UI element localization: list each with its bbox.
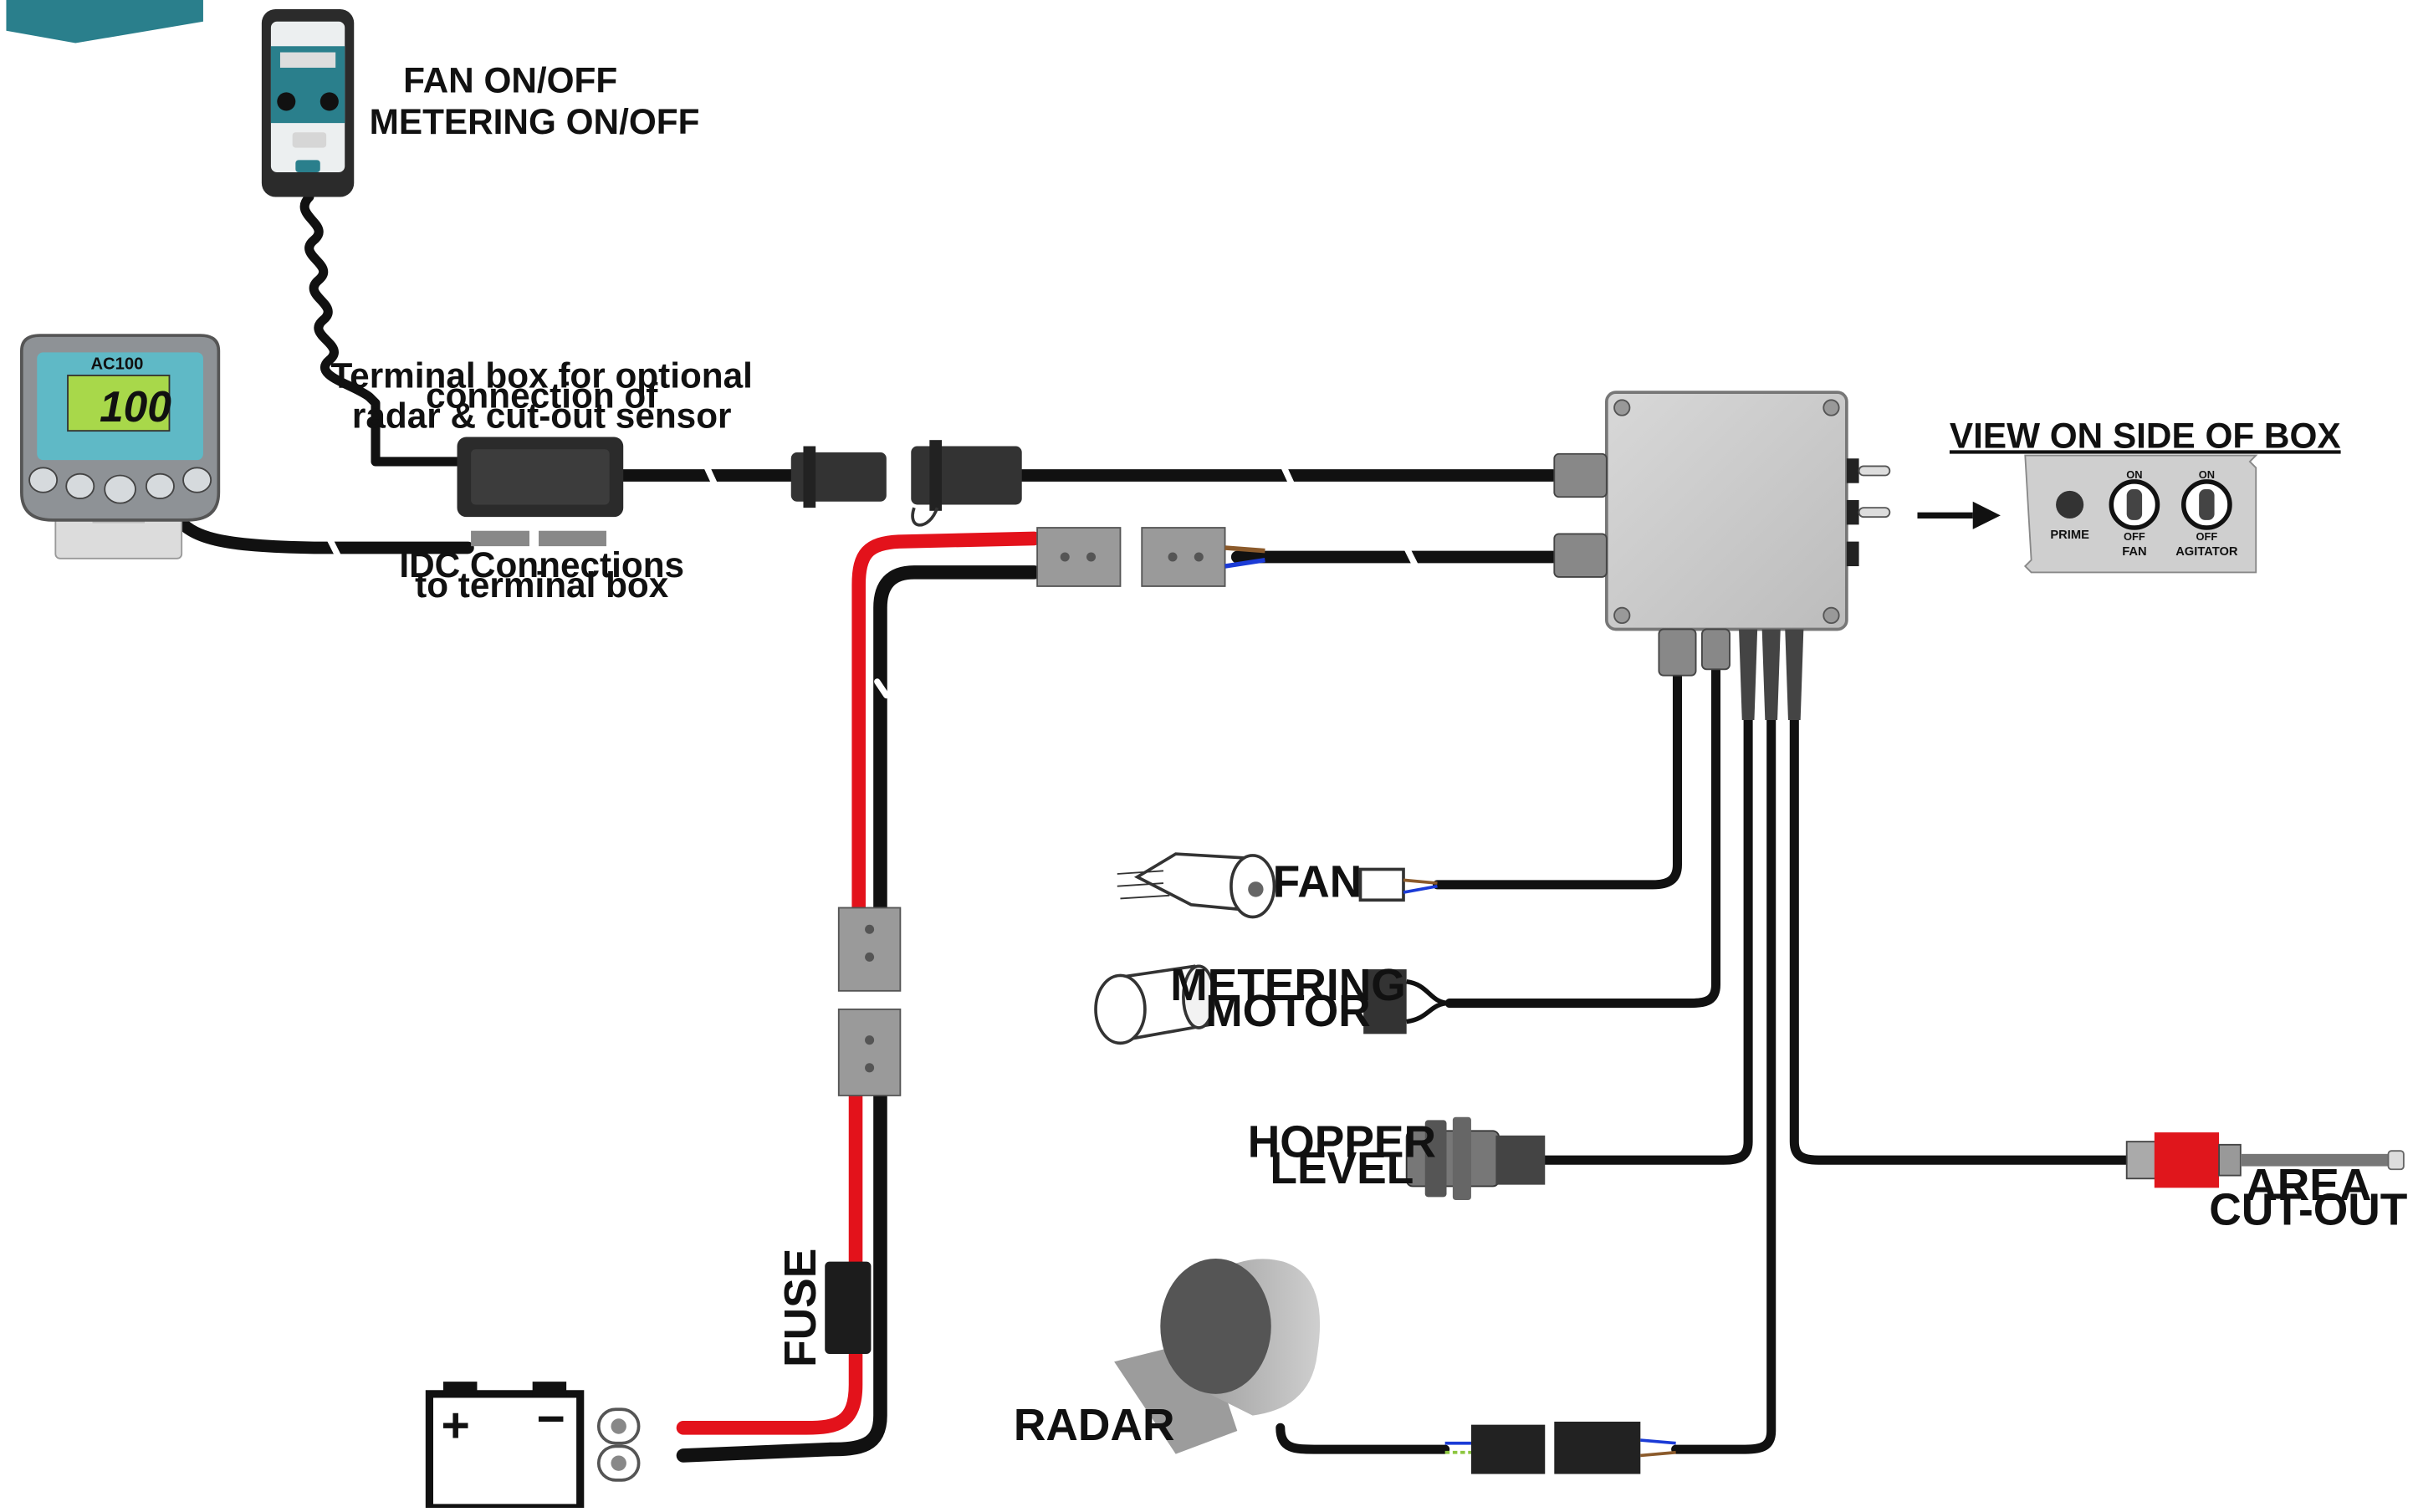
fan-on-label: ON bbox=[2126, 468, 2142, 481]
radar-cable bbox=[1671, 715, 1777, 1454]
fan-switch-label: FAN bbox=[2122, 545, 2146, 559]
metering-cable bbox=[1444, 662, 1720, 1009]
console-display-value: 100 bbox=[100, 382, 171, 431]
fan-graphic-icon bbox=[279, 52, 336, 68]
fuse-label: FUSE bbox=[776, 1249, 826, 1367]
area-label-2: CUT-OUT bbox=[2209, 1185, 2407, 1234]
ac100-console: AC100 100 bbox=[20, 334, 221, 559]
hopper-label-2: LEVEL bbox=[1270, 1144, 1414, 1193]
cal-button[interactable] bbox=[65, 472, 95, 500]
fan-off-label: OFF bbox=[2124, 530, 2145, 543]
battery-plus-icon: + bbox=[441, 1398, 469, 1453]
cables bbox=[169, 192, 2134, 1463]
control-box bbox=[1553, 391, 1891, 721]
handset-coil-cable bbox=[299, 192, 465, 467]
terminal-box-label-3: radar & cut-out sensor bbox=[352, 396, 732, 435]
fan-sensor bbox=[1117, 852, 1438, 919]
hopper-level-sensor bbox=[1405, 1116, 1546, 1201]
metering-label-1: METERING bbox=[1170, 961, 1406, 1010]
hopper-label-1: HOPPER bbox=[1248, 1118, 1436, 1167]
console-lcd bbox=[67, 374, 171, 432]
hopper-cable bbox=[1540, 715, 1753, 1165]
console-model: AC100 bbox=[90, 355, 143, 374]
idc-connector-2 bbox=[539, 530, 606, 547]
fan-label: FAN bbox=[1273, 858, 1362, 907]
anderson-connector-horizontal bbox=[1036, 527, 1265, 587]
battery-minus-icon: − bbox=[537, 1392, 565, 1447]
metering-motor bbox=[1094, 964, 1450, 1045]
agitator-on-label: ON bbox=[2199, 468, 2215, 481]
fan-onoff-label: FAN ON/OFF bbox=[403, 60, 617, 100]
idc-label-1: IDC Connections bbox=[399, 545, 684, 585]
agitator-off-label: OFF bbox=[2196, 530, 2218, 543]
area-cutout-sensor bbox=[2125, 1132, 2405, 1188]
radar-sensor bbox=[1114, 1258, 1321, 1454]
fuse-holder bbox=[825, 1261, 872, 1355]
agitator-switch-label: AGITATOR bbox=[2175, 545, 2238, 559]
reset-button[interactable] bbox=[145, 472, 175, 500]
handset-switch-unit bbox=[261, 9, 355, 197]
positive-cable bbox=[851, 531, 1041, 915]
side-view-panel bbox=[2023, 454, 2258, 574]
negative-cable bbox=[873, 565, 1041, 915]
radar-label: RADAR bbox=[1014, 1401, 1175, 1450]
idc-label-2: to terminal box bbox=[415, 565, 669, 605]
terminal-box bbox=[457, 437, 624, 547]
down-button[interactable] bbox=[104, 474, 136, 504]
fan-toggle-icon bbox=[277, 92, 296, 111]
metering-label-2: MOTOR bbox=[1205, 987, 1371, 1036]
multipin-connector-pair bbox=[790, 440, 1022, 527]
prime-button-icon bbox=[2056, 490, 2084, 519]
header-tab bbox=[6, 0, 203, 43]
area-label-1: AREA bbox=[2245, 1161, 2371, 1210]
side-view-title: VIEW ON SIDE OF BOX bbox=[1950, 416, 2341, 455]
idc-connector-1 bbox=[471, 530, 529, 547]
console-cable bbox=[169, 508, 474, 554]
console-buttons bbox=[28, 467, 212, 504]
prime-label: PRIME bbox=[2050, 529, 2089, 542]
anderson-connector-vertical bbox=[837, 907, 902, 1096]
radar-connector-pair bbox=[1444, 1421, 1676, 1474]
cutout-cable bbox=[1789, 715, 2134, 1165]
metering-onoff-label: METERING ON/OFF bbox=[370, 102, 700, 141]
fan-cable bbox=[1432, 669, 1682, 890]
terminal-box-label-1: Terminal box for optional bbox=[330, 356, 752, 396]
battery: + − bbox=[425, 1382, 641, 1512]
console-button-1[interactable] bbox=[28, 467, 59, 493]
console-button-5[interactable] bbox=[182, 467, 212, 493]
terminal-box-label-2: connection of bbox=[426, 376, 658, 416]
metering-toggle-icon bbox=[320, 92, 339, 111]
